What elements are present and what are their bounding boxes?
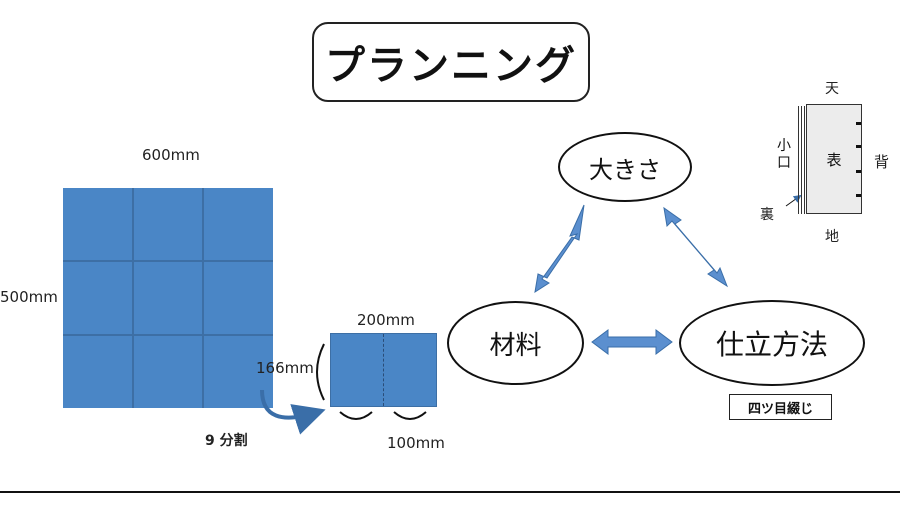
book-page [798, 106, 799, 214]
cut-piece [330, 333, 437, 407]
sheet-cell [63, 262, 132, 334]
node-method-label: 仕立方法 [715, 328, 828, 361]
binding-box: 四ツ目綴じ [729, 394, 832, 420]
binding-label: 四ツ目綴じ [747, 401, 813, 417]
fold-line [383, 334, 384, 406]
sheet-cell [133, 188, 203, 260]
node-method: 仕立方法 [679, 300, 865, 386]
sheet-cell [63, 188, 132, 260]
piece-width-label: 200mm [357, 311, 415, 329]
arrow-material-method [591, 329, 673, 355]
book-page [804, 106, 805, 214]
arrow-size-method [663, 206, 729, 288]
split-arrow [260, 389, 326, 435]
page-title: プランニング [325, 43, 577, 89]
sheet-grid [63, 188, 273, 408]
fold-bracket-right [393, 411, 427, 420]
book-front-label: 表 [826, 150, 842, 169]
split-label: 9 分割 [205, 433, 248, 449]
sheet-cell [133, 262, 203, 334]
back-pointer [785, 194, 802, 207]
book-cover: 表 [806, 104, 862, 214]
arrow-size-material [534, 204, 585, 294]
stitch-mark [856, 170, 861, 173]
height-bracket [316, 343, 325, 401]
piece-height-label: 166mm [256, 359, 314, 377]
stitch-mark [856, 194, 861, 197]
book-back-label: 裏 [760, 207, 774, 223]
sheet-cell [63, 336, 132, 408]
node-size: 大きさ [558, 132, 692, 202]
node-material-label: 材料 [489, 330, 542, 361]
node-size-label: 大きさ [589, 155, 661, 184]
book-page [801, 106, 802, 214]
book-bottom-label: 地 [825, 229, 839, 245]
sheet-width-label: 600mm [142, 146, 200, 164]
sheet-cell [204, 262, 273, 334]
book-spine-label: 背 [874, 153, 890, 171]
bottom-rule [0, 491, 900, 493]
piece-fold-label: 100mm [387, 434, 445, 452]
book-fore-edge-label: 小口 [777, 138, 791, 171]
sheet-cell [204, 188, 273, 260]
book-top-label: 天 [825, 81, 839, 97]
title-box: プランニング [312, 22, 590, 102]
node-material: 材料 [447, 301, 584, 385]
sheet-cell [133, 336, 203, 408]
sheet-height-label: 500mm [0, 288, 58, 306]
stitch-mark [856, 122, 861, 125]
fold-bracket-left [339, 411, 373, 420]
stitch-mark [856, 145, 861, 148]
